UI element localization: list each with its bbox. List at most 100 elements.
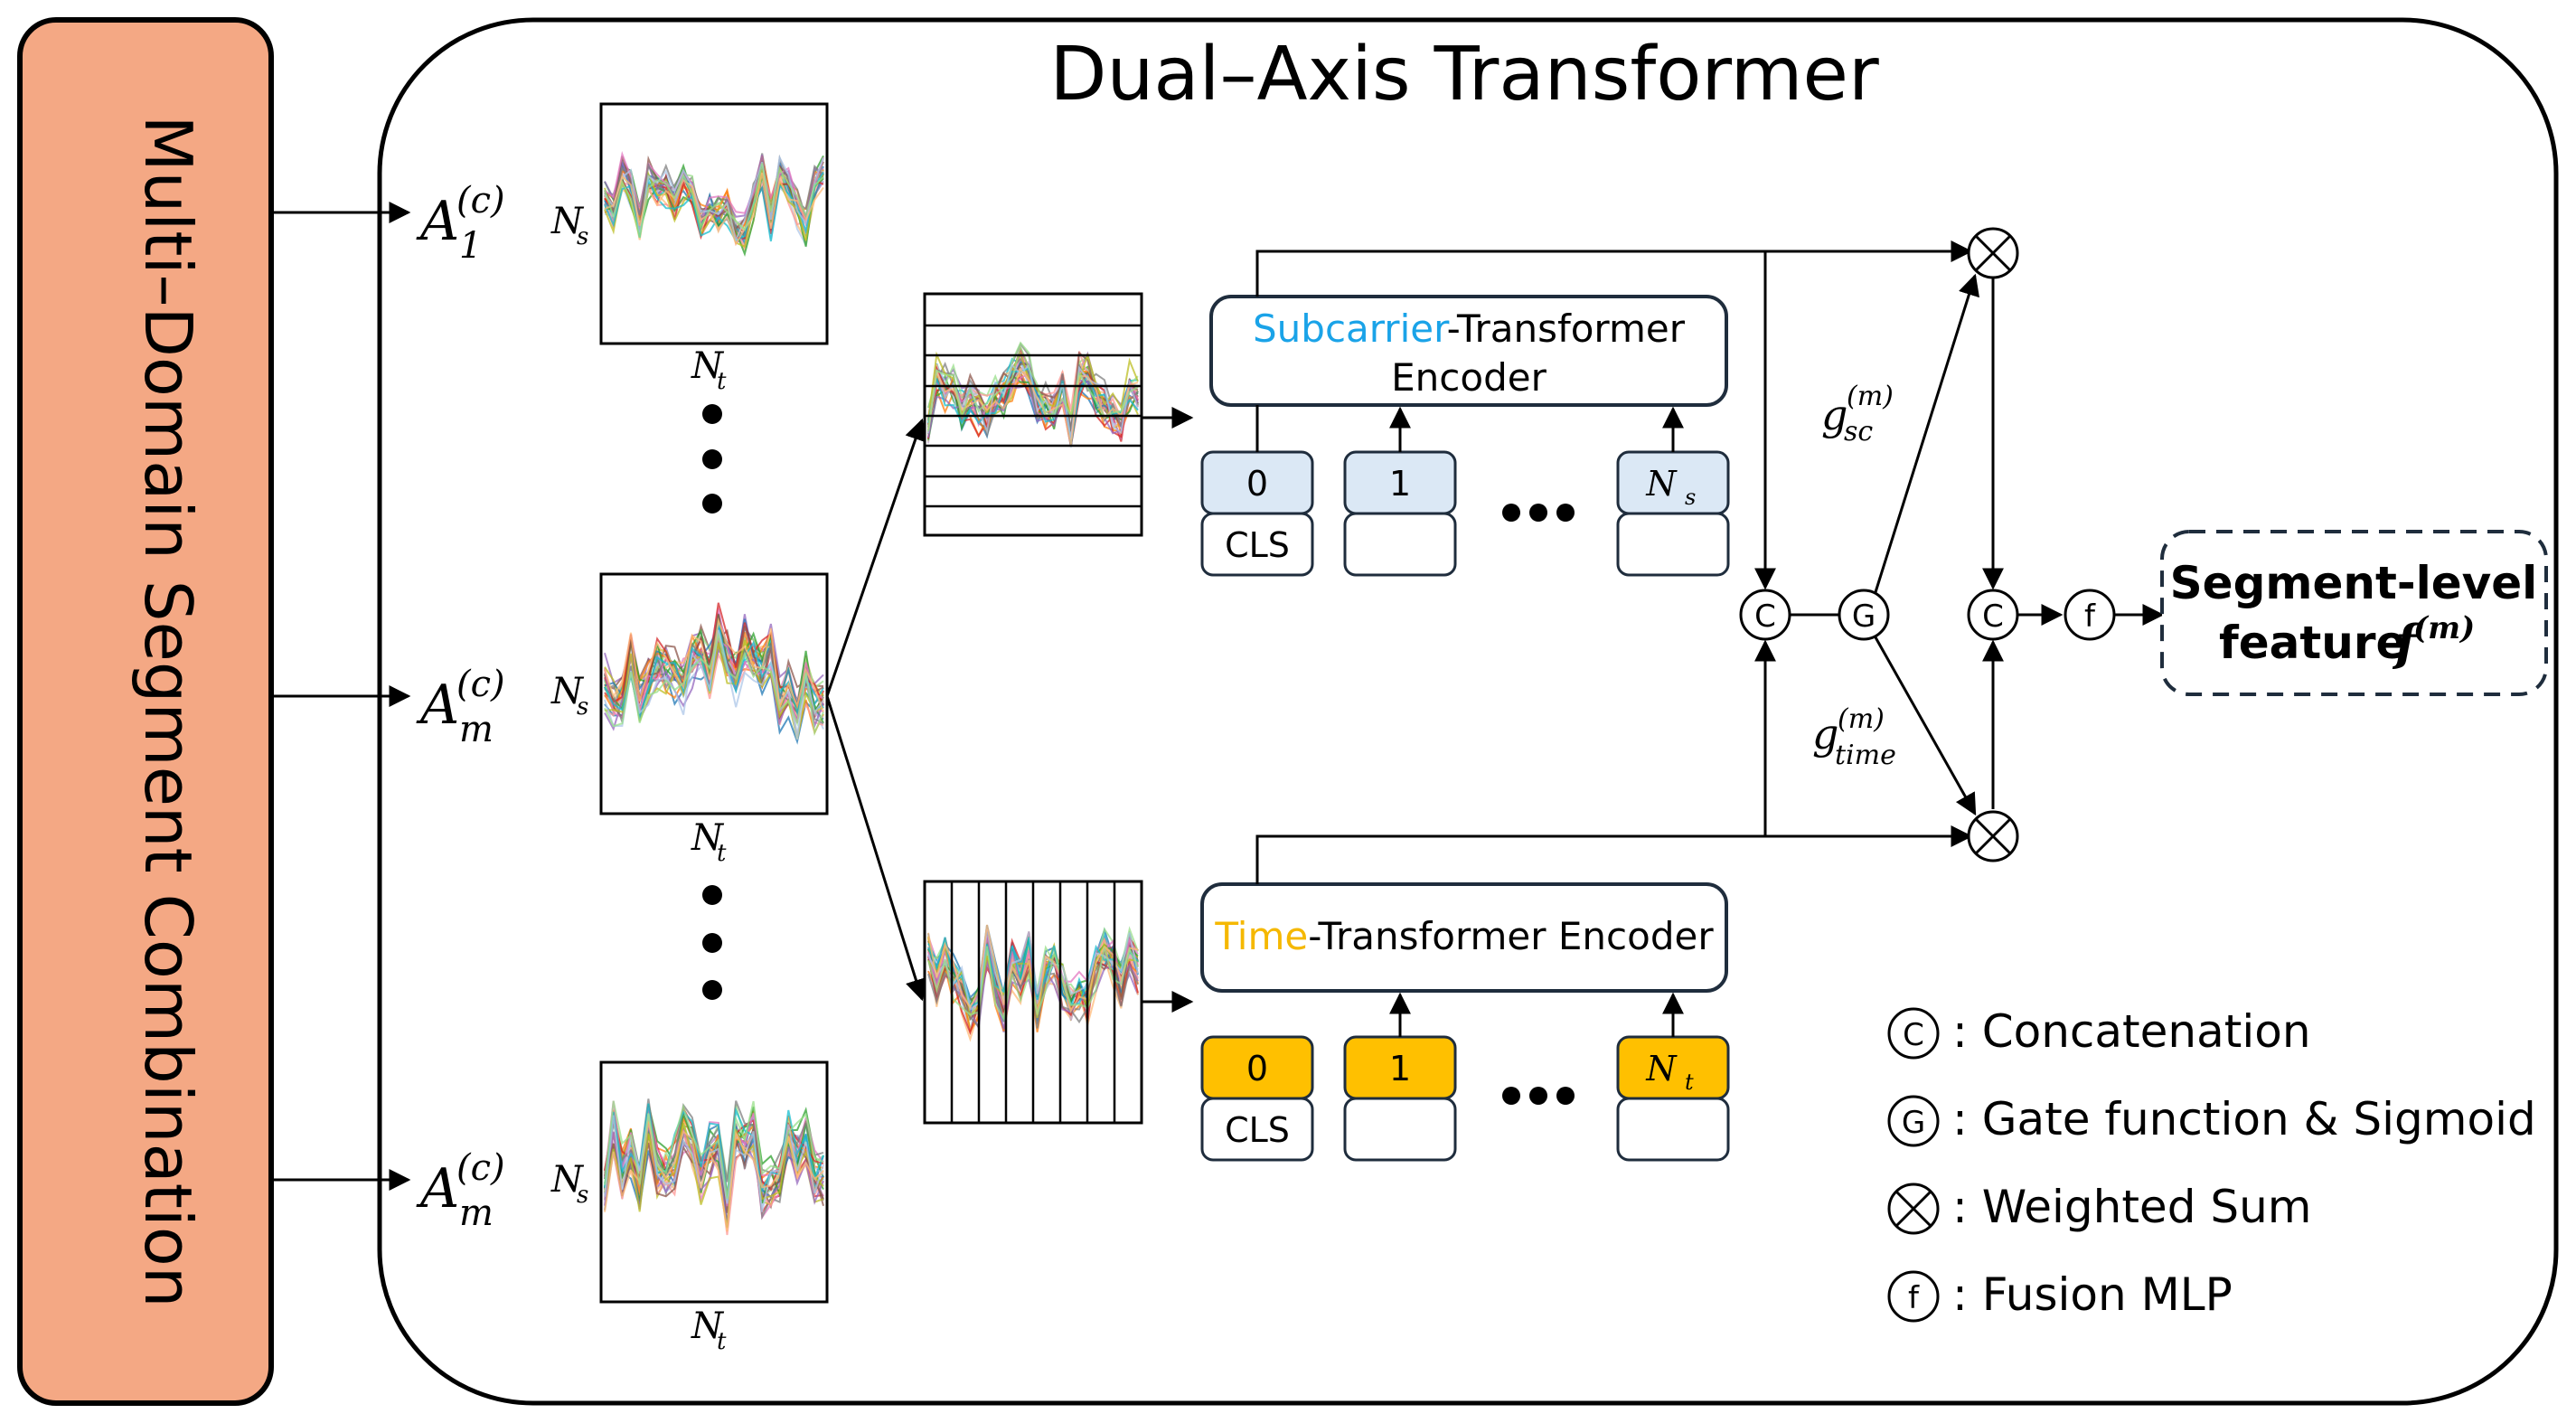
input-label-m-1: A m (c) xyxy=(416,664,505,750)
weighted-sum-icon-top xyxy=(1967,227,2019,279)
output-line2: feature xyxy=(2219,617,2406,669)
time-token-1: 1 xyxy=(1389,1049,1411,1088)
concat-node-2: C xyxy=(1967,589,2019,641)
signal-trace xyxy=(604,172,824,247)
svg-text:1: 1 xyxy=(459,225,482,267)
svg-text:s: s xyxy=(577,693,588,721)
svg-text:f: f xyxy=(1908,1280,1920,1316)
svg-text:A: A xyxy=(416,674,459,737)
time-token-nt: N xyxy=(1645,1049,1678,1088)
svg-text:: Concatenation: : Concatenation xyxy=(1952,1005,2311,1058)
legend-item-concat: C : Concatenation xyxy=(1887,1005,2311,1060)
svg-text:m: m xyxy=(459,709,494,750)
subcarrier-title-rest: -Transformer xyxy=(1447,306,1686,351)
concat-node-1: C xyxy=(1739,589,1791,641)
signal-plot-2 xyxy=(599,572,829,815)
subcarrier-highlight: Subcarrier xyxy=(1253,306,1450,351)
subcarrier-encoder: Subcarrier-Transformer Encoder xyxy=(1209,295,1728,407)
sc-token-ns: N xyxy=(1645,464,1678,504)
svg-text:N: N xyxy=(550,671,585,712)
legend-item-weighted-sum: : Weighted Sum xyxy=(1887,1181,2311,1235)
dim-nt-2: Nt xyxy=(691,817,727,867)
gate-node: G xyxy=(1838,589,1890,641)
svg-text:s: s xyxy=(577,1182,588,1209)
split-arrows xyxy=(825,418,926,1002)
time-highlight: Time xyxy=(1214,914,1308,958)
time-token-0: 0 xyxy=(1246,1049,1268,1088)
svg-text:G: G xyxy=(1902,1105,1925,1141)
svg-text:Subcarrier-Transformer: Subcarrier-Transformer xyxy=(1253,306,1686,351)
time-encoder: Time-Transformer Encoder xyxy=(1200,882,1728,993)
svg-text:t: t xyxy=(717,368,727,395)
svg-text:N: N xyxy=(550,1159,585,1201)
time-tokens: 0 CLS 1 N t xyxy=(1200,1035,1730,1162)
gate-label-time: g time (m) xyxy=(1812,703,1896,771)
svg-text:N: N xyxy=(691,817,725,859)
signal-trace xyxy=(604,163,824,239)
left-panel: Multi–Domain Segment Combination xyxy=(17,17,274,1406)
svg-text:: Gate function & Sigmoid: : Gate function & Sigmoid xyxy=(1952,1093,2536,1145)
time-cls-label: CLS xyxy=(1225,1110,1290,1150)
signal-trace xyxy=(604,632,824,737)
input-label-1: A 1 (c) xyxy=(416,180,505,267)
svg-text:m: m xyxy=(459,1192,494,1234)
dim-ns-2: Ns xyxy=(550,671,588,721)
svg-text:t: t xyxy=(717,1328,727,1355)
input-arrows xyxy=(273,202,411,1191)
svg-text:(m): (m) xyxy=(1847,381,1894,412)
time-token-ellipsis xyxy=(1502,1087,1575,1105)
svg-text:N: N xyxy=(691,345,725,387)
signal-trace xyxy=(604,629,824,740)
dim-nt-1: Nt xyxy=(691,345,727,395)
signal-trace xyxy=(604,151,824,228)
svg-text:g: g xyxy=(1821,391,1847,439)
dim-ns-1: Ns xyxy=(550,201,588,250)
gate-label-sc: g sc (m) xyxy=(1821,381,1894,448)
svg-text:N: N xyxy=(550,201,585,242)
svg-text:(c): (c) xyxy=(456,664,505,705)
sc-cls-label: CLS xyxy=(1225,525,1290,565)
left-panel-label: Multi–Domain Segment Combination xyxy=(130,116,206,1308)
signal-trace xyxy=(927,344,1139,431)
sc-token-0: 0 xyxy=(1246,464,1268,504)
svg-text:C: C xyxy=(1982,598,2004,635)
time-title-rest: -Transformer Encoder xyxy=(1308,914,1714,958)
svg-text:C: C xyxy=(1903,1017,1924,1053)
svg-text:(m): (m) xyxy=(1838,703,1885,735)
svg-text:: Fusion MLP: : Fusion MLP xyxy=(1952,1268,2233,1321)
svg-text:s: s xyxy=(577,223,588,250)
svg-text:time: time xyxy=(1835,740,1896,771)
signal-trace xyxy=(604,1100,824,1200)
sc-token-ellipsis xyxy=(1502,504,1575,522)
svg-text:f: f xyxy=(2084,598,2096,635)
fusion-node: f xyxy=(2064,589,2116,641)
sc-token-ns-sub: s xyxy=(1685,485,1696,510)
svg-text:G: G xyxy=(1852,598,1876,635)
ellipsis-dots xyxy=(702,404,722,1000)
svg-text:N: N xyxy=(691,1305,725,1347)
dim-nt-3: Nt xyxy=(691,1305,727,1355)
time-token-nt-sub: t xyxy=(1685,1070,1694,1095)
svg-text:: Weighted Sum: : Weighted Sum xyxy=(1952,1181,2311,1233)
dim-ns-3: Ns xyxy=(550,1159,588,1209)
sc-token-1: 1 xyxy=(1389,464,1411,504)
legend-item-gate: G : Gate function & Sigmoid xyxy=(1887,1093,2536,1147)
svg-text:(c): (c) xyxy=(456,1147,505,1189)
weighted-sum-icon-bottom xyxy=(1967,810,2019,862)
segment-feature-output: Segment-level feature f (m) xyxy=(2160,530,2548,696)
svg-text:C: C xyxy=(1754,598,1776,635)
svg-text:t: t xyxy=(717,840,727,867)
legend: C : Concatenation G : Gate function & Si… xyxy=(1887,1005,2536,1323)
subcarrier-split-plot xyxy=(923,292,1143,537)
flow-lines xyxy=(1255,240,2165,884)
svg-text:g: g xyxy=(1812,710,1838,759)
svg-text:sc: sc xyxy=(1844,416,1873,448)
weighted-sum-icon xyxy=(1887,1183,1940,1235)
svg-text:(c): (c) xyxy=(456,180,505,221)
signal-plot-3 xyxy=(599,1060,829,1304)
output-sup: (m) xyxy=(2413,610,2475,646)
subcarrier-title-line2: Encoder xyxy=(1391,355,1547,400)
svg-text:A: A xyxy=(416,190,459,253)
time-split-plot xyxy=(923,880,1143,1125)
legend-item-fusion: f : Fusion MLP xyxy=(1887,1268,2233,1323)
